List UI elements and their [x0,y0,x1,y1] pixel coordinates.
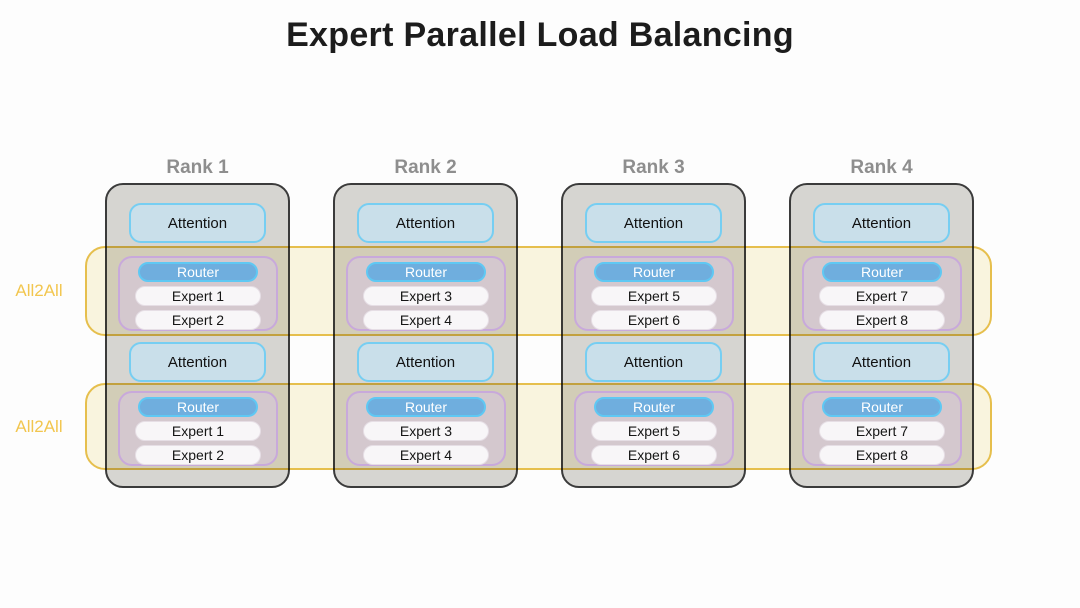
moe-layer-group: Router Expert 7 Expert 8 [802,256,962,331]
attention-block: Attention [585,342,722,382]
rank-4-label: Rank 4 [850,157,913,178]
expert-block: Expert 7 [819,421,945,441]
rank-1-label: Rank 1 [166,157,229,178]
router-block: Router [366,262,486,282]
rank-2-label: Rank 2 [394,157,457,178]
router-block: Router [366,397,486,417]
router-block: Router [138,262,258,282]
router-block: Router [822,262,942,282]
rank-2-content: Attention Router Expert 3 Expert 4 Atten… [333,183,518,488]
expert-block: Expert 3 [363,286,489,306]
expert-block: Expert 6 [591,310,717,330]
all2all-label-bottom: All2All [15,417,63,436]
moe-layer-group: Router Expert 3 Expert 4 [346,256,506,331]
attention-block: Attention [585,203,722,243]
expert-block: Expert 5 [591,286,717,306]
attention-block: Attention [357,203,494,243]
expert-block: Expert 1 [135,421,261,441]
expert-block: Expert 2 [135,445,261,465]
moe-layer-group: Router Expert 5 Expert 6 [574,256,734,331]
all2all-label-top: All2All [15,281,63,300]
rank-1-content: Attention Router Expert 1 Expert 2 Atten… [105,183,290,488]
router-block: Router [594,397,714,417]
expert-block: Expert 2 [135,310,261,330]
expert-block: Expert 8 [819,310,945,330]
expert-block: Expert 4 [363,445,489,465]
attention-block: Attention [813,203,950,243]
expert-block: Expert 5 [591,421,717,441]
page-title: Expert Parallel Load Balancing [286,16,794,54]
expert-block: Expert 4 [363,310,489,330]
moe-layer-group: Router Expert 7 Expert 8 [802,391,962,466]
moe-layer-group: Router Expert 1 Expert 2 [118,391,278,466]
moe-layer-group: Router Expert 1 Expert 2 [118,256,278,331]
router-block: Router [822,397,942,417]
attention-block: Attention [129,203,266,243]
rank-3-label: Rank 3 [622,157,685,178]
moe-layer-group: Router Expert 3 Expert 4 [346,391,506,466]
router-block: Router [594,262,714,282]
moe-layer-group: Router Expert 5 Expert 6 [574,391,734,466]
router-block: Router [138,397,258,417]
expert-block: Expert 7 [819,286,945,306]
expert-block: Expert 3 [363,421,489,441]
expert-block: Expert 6 [591,445,717,465]
expert-block: Expert 1 [135,286,261,306]
rank-4-content: Attention Router Expert 7 Expert 8 Atten… [789,183,974,488]
rank-3-content: Attention Router Expert 5 Expert 6 Atten… [561,183,746,488]
attention-block: Attention [357,342,494,382]
expert-block: Expert 8 [819,445,945,465]
attention-block: Attention [813,342,950,382]
attention-block: Attention [129,342,266,382]
